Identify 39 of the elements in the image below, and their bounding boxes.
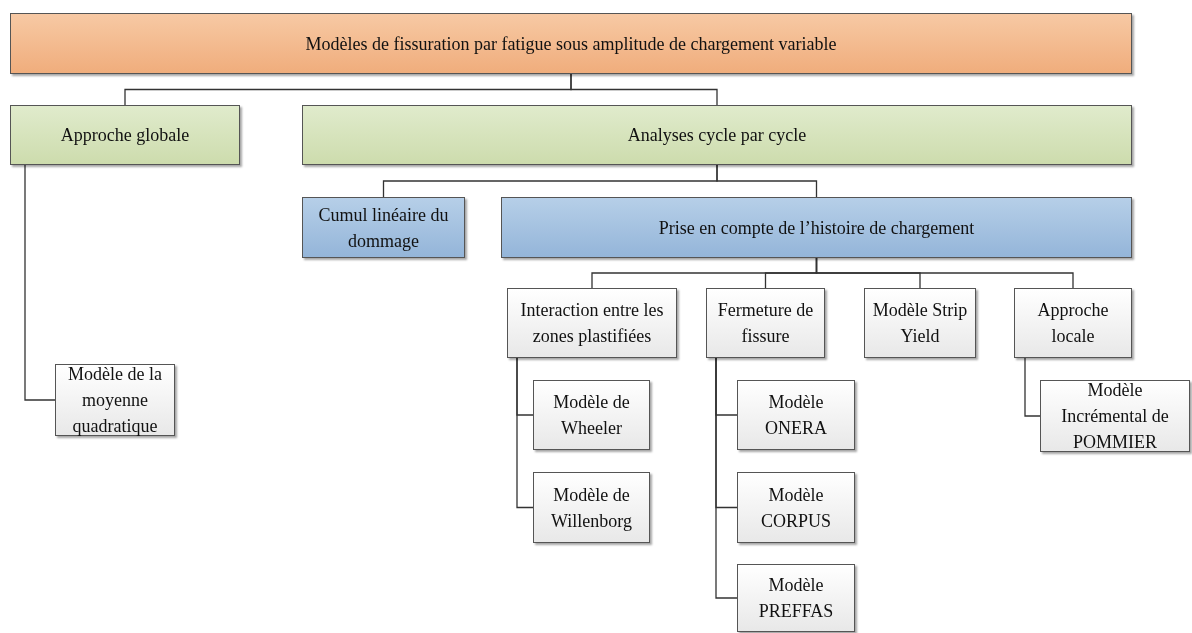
connector-line bbox=[24, 164, 56, 401]
category-box bbox=[737, 472, 855, 543]
box-label: Approche locale bbox=[1036, 299, 1110, 348]
connector-line bbox=[716, 164, 818, 198]
category-box bbox=[706, 288, 825, 358]
category-box bbox=[533, 380, 650, 450]
category-box bbox=[507, 288, 677, 358]
category-box bbox=[737, 380, 855, 450]
box-label: Interaction entre les zones plastifiées bbox=[519, 299, 665, 348]
category-box bbox=[302, 197, 465, 258]
box-label: Modèle Strip Yield bbox=[871, 299, 969, 348]
category-box bbox=[864, 288, 976, 358]
category-box bbox=[10, 105, 240, 165]
box-label: Modèle de Willenborg bbox=[550, 483, 633, 533]
box-label: Fermeture de fissure bbox=[716, 299, 815, 348]
box-label: Modèle ONERA bbox=[764, 391, 828, 440]
category-box bbox=[533, 472, 650, 543]
category-box bbox=[10, 13, 1132, 74]
category-box bbox=[1014, 288, 1132, 358]
box-label: Modèle de la moyenne quadratique bbox=[67, 363, 163, 438]
connector-line bbox=[715, 357, 738, 599]
box-label: Cumul linéaire du dommage bbox=[317, 203, 450, 253]
connector-line bbox=[1024, 357, 1041, 417]
box-label: Analyses cycle par cycle bbox=[626, 124, 808, 147]
box-label: Modèle de Wheeler bbox=[552, 391, 631, 440]
box-label: Prise en compte de l’histoire de chargement bbox=[657, 216, 976, 240]
connector-line bbox=[815, 257, 1074, 289]
connector-line bbox=[570, 73, 718, 106]
box-label: Modèles de fissuration par fatigue sous amplitude de chargement variable bbox=[304, 32, 838, 56]
connector-line bbox=[516, 357, 534, 509]
category-box bbox=[302, 105, 1132, 165]
category-box bbox=[501, 197, 1132, 258]
category-box bbox=[55, 364, 175, 436]
category-box bbox=[1040, 380, 1190, 452]
box-label: Approche globale bbox=[59, 124, 191, 147]
box-label: Modèle CORPUS bbox=[760, 483, 832, 533]
box-label: Modèle Incrémental de POMMIER bbox=[1060, 379, 1170, 454]
category-box bbox=[737, 564, 855, 632]
box-label: Modèle PREFFAS bbox=[757, 574, 835, 623]
